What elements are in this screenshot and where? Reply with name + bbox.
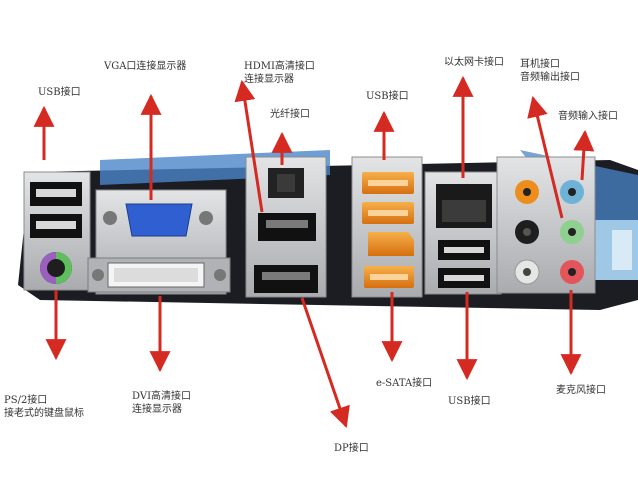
arrow-headphone — [527, 95, 564, 219]
label-dvi: DVI高清接口 连接显示器 — [132, 390, 191, 416]
arrow-audio-in — [573, 129, 595, 181]
label-esata: e-SATA接口 — [376, 377, 432, 390]
label-usb-left-text: USB接口 — [38, 87, 81, 98]
label-mic-text: 麦克风接口 — [556, 385, 606, 396]
label-headphone-line1: 耳机接口 — [520, 59, 560, 70]
label-vga: VGA口连接显示器 — [104, 60, 186, 73]
firewire-port — [368, 232, 414, 256]
label-headphone-line2: 音频输出接口 — [520, 72, 580, 83]
label-usb-orange: USB接口 — [366, 90, 409, 103]
label-hdmi: HDMI高清接口 连接显示器 — [244, 60, 315, 86]
vga-dvi-block — [87, 189, 231, 295]
label-usb-left: USB接口 — [38, 86, 81, 99]
label-dvi-line2: 连接显示器 — [132, 404, 182, 415]
label-ethernet-text: 以太网卡接口 — [444, 57, 504, 68]
lan-usb-block — [424, 171, 502, 295]
label-vga-text: VGA口连接显示器 — [104, 61, 187, 72]
label-dvi-line1: DVI高清接口 — [132, 391, 192, 402]
label-esata-text: e-SATA接口 — [376, 378, 433, 389]
arrow-dp — [300, 297, 350, 428]
label-dp: DP接口 — [334, 442, 369, 455]
label-hdmi-line1: HDMI高清接口 — [244, 61, 315, 72]
usb-ps2-block — [23, 171, 91, 291]
audio-block — [496, 156, 596, 294]
label-hdmi-line2: 连接显示器 — [244, 74, 294, 85]
label-mic: 麦克风接口 — [556, 384, 606, 397]
arrow-hdmi — [234, 79, 264, 213]
callout-arrows — [33, 75, 595, 428]
label-dp-text: DP接口 — [334, 443, 369, 454]
label-usb-bottom-text: USB接口 — [448, 396, 491, 407]
label-headphone: 耳机接口 音频输出接口 — [520, 58, 580, 84]
label-usb-bottom: USB接口 — [448, 395, 491, 408]
vga-port — [125, 203, 193, 237]
label-optical-text: 光纤接口 — [270, 109, 310, 120]
hdmi-dp-block — [245, 156, 327, 298]
label-ps2-line1: PS/2接口 — [4, 395, 48, 406]
label-ethernet: 以太网卡接口 — [444, 56, 504, 69]
label-audio-in-text: 音频输入接口 — [558, 111, 618, 122]
orange-usb-block — [351, 156, 423, 298]
label-audio-in: 音频输入接口 — [558, 110, 618, 123]
label-ps2-line2: 接老式的键盘鼠标 — [4, 408, 84, 419]
label-ps2: PS/2接口 接老式的键盘鼠标 — [4, 394, 84, 420]
label-optical: 光纤接口 — [270, 108, 310, 121]
label-usb-orange-text: USB接口 — [366, 91, 409, 102]
